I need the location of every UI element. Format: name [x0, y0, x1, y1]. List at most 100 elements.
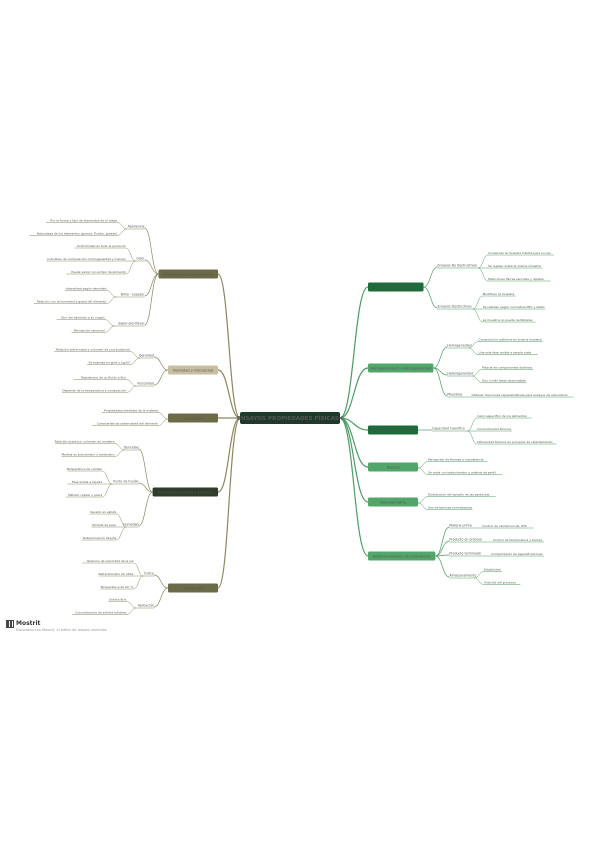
branch-node[interactable]: Propiedades Físicas y Ensayos	[152, 487, 218, 497]
sub-node-label[interactable]: Densidad	[139, 354, 154, 358]
branch-node[interactable]: Propiedades Térmicas	[368, 425, 418, 435]
leaf-node-label[interactable]: Modifican la muestra	[483, 292, 515, 296]
leaf-node-label[interactable]: Conservan la muestra intacta para su uso	[488, 251, 551, 255]
branch-node-label[interactable]: Conceptos	[184, 416, 203, 420]
leaf-node-label[interactable]: Control de temperatura y tiempo	[493, 538, 543, 542]
sub-node-label[interactable]: Almacenamiento	[449, 574, 476, 578]
leaf-node-label[interactable]: Puede variar con el tipo de alimento	[71, 270, 126, 274]
leaf-node-label[interactable]: Depende de la temperatura y composición	[62, 388, 126, 392]
sub-node-label[interactable]: Producto en proceso	[449, 538, 482, 542]
sub-node-label[interactable]: Ensayos No Destructivos	[438, 264, 478, 268]
leaf-node-label[interactable]: Uniformidad en todo el producto	[77, 244, 126, 248]
leaf-node-label[interactable]: Intensidad según densidad	[66, 286, 107, 290]
branch-node-label[interactable]: Densidad y Viscosidad	[173, 368, 213, 372]
leaf-node-label[interactable]: Se mide con texturómetro y análisis de p…	[428, 470, 496, 474]
leaf-node-label[interactable]: Se realizan según normativa NTC y AOAC	[483, 305, 545, 309]
sub-node-label[interactable]: Ensayos Destructivos	[438, 305, 473, 309]
sub-node-label[interactable]: Capacidad Calorífica	[432, 427, 465, 431]
leaf-node-label[interactable]: Cumplimiento de especificaciones	[491, 552, 543, 556]
branch-node[interactable]: Clasificación de Ensayos	[368, 282, 424, 292]
sub-node-label[interactable]: Densidad	[124, 446, 139, 450]
leaf-node-label[interactable]: Indicativo de composición, homogeneidad …	[47, 257, 125, 261]
leaf-node-label[interactable]: Secado en estufa	[90, 510, 116, 514]
leaf-node-label[interactable]: Medida en picnómetro o areómetro	[61, 452, 114, 456]
leaf-node-label[interactable]: Temperatura de cambio	[65, 467, 102, 471]
leaf-node-label[interactable]: Una sola fase visible a simple vista	[479, 350, 532, 354]
leaf-node-label[interactable]: Concentración de sólidos solubles	[75, 610, 126, 614]
sub-node-label[interactable]: Aplicación	[138, 604, 154, 608]
branch-node[interactable]: Conceptos	[168, 413, 218, 423]
sub-node-label[interactable]: Humedad	[123, 523, 138, 527]
branch-node-label[interactable]: Propiedades Físicas y Ensayos	[158, 490, 213, 494]
sub-node-label[interactable]: Homogeneidad	[447, 344, 471, 348]
leaf-node-label[interactable]: La muestra no puede reutilizarse	[483, 318, 533, 322]
branch-node-label[interactable]: Clasificación de Ensayos	[374, 285, 418, 289]
sub-node-label[interactable]: Color	[136, 257, 145, 261]
leaf-node-label[interactable]: Grados Brix	[109, 597, 127, 601]
leaf-node-label[interactable]: Relación de velocidad de la luz	[87, 559, 134, 563]
root-node[interactable]: ENSAYOS PROPIEDADES FÍSICAS I	[237, 412, 343, 424]
sub-node-label[interactable]: Brillo - espesor	[121, 293, 145, 297]
leaf-node-label[interactable]: Mediciones físicas sencillas y rápidas	[488, 277, 544, 281]
leaf-node-label[interactable]: Refractómetro de Abbe	[99, 572, 134, 576]
branch-node[interactable]: Homogeneidad y Heterogeneidad	[368, 363, 434, 373]
sub-node-label[interactable]: Producto terminado	[449, 552, 481, 556]
sub-node-label[interactable]: Viscosidad	[137, 382, 154, 386]
leaf-node-label[interactable]: Relación con la humedad y grasa del alim…	[37, 299, 107, 303]
sub-node-label[interactable]: Punto de Fusión	[113, 480, 138, 484]
branch-node[interactable]: Determinaciones de Laboratorio	[368, 551, 436, 561]
leaf-node-label[interactable]: Percepción de firmeza y consistencia	[428, 457, 484, 461]
branch-node[interactable]: Refracción	[168, 583, 218, 593]
sub-node-label[interactable]: Índice	[144, 571, 154, 576]
branch-node-label[interactable]: Determinaciones de Laboratorio	[373, 554, 431, 558]
leaf-node-label[interactable]: Composición uniforme en toda la muestra	[479, 337, 542, 341]
branch-node-label[interactable]: Refracción	[184, 586, 203, 590]
leaf-node-label[interactable]: Naturaleza de los elementos (granos, flu…	[37, 231, 117, 235]
sub-node-label[interactable]: Heterogeneidad	[447, 372, 473, 376]
sub-node-label[interactable]: Materia prima	[449, 524, 471, 528]
leaf-node-label[interactable]: Se expresa en g/ml o kg/m³	[88, 360, 130, 364]
sub-node-label[interactable]: Muestreo	[447, 393, 462, 397]
leaf-node-label[interactable]: Pérdida de peso	[92, 523, 116, 527]
leaf-node-label[interactable]: Mezcla de componentes distintos	[482, 365, 533, 369]
footer-brand[interactable]: Mostrit	[16, 620, 41, 627]
branch-node-label[interactable]: Textura	[385, 465, 399, 469]
leaf-node-label[interactable]: Relación entre masa y volumen de una sus…	[56, 347, 130, 351]
branch-node-label[interactable]: Homogeneidad y Heterogeneidad	[370, 366, 431, 370]
connector-line	[468, 341, 479, 349]
leaf-node-label[interactable]: Percepción sensorial	[74, 328, 105, 332]
sub-node-label[interactable]: Apariencia	[128, 225, 145, 229]
leaf-node-label[interactable]: Dos o más fases observables	[482, 378, 526, 382]
leaf-node-label[interactable]: Uso de tamices normalizados	[428, 505, 473, 509]
leaf-node-label[interactable]: Características observables del alimento	[97, 421, 158, 425]
root-node-label[interactable]: ENSAYOS PROPIEDADES FÍSICAS I	[237, 414, 343, 422]
sub-node-label[interactable]: Sabor-olor-flavor	[118, 322, 145, 326]
leaf-node-label[interactable]: Se repiten sobre la misma muestra	[488, 264, 541, 268]
leaf-node-label[interactable]: Fase sólida a líquida	[72, 480, 102, 484]
branch-node-bg	[168, 413, 218, 423]
leaf-node-label[interactable]: Distribución del tamaño de las partícula…	[428, 492, 490, 496]
leaf-node-label[interactable]: Obtener fracciones representativas para …	[472, 393, 568, 397]
branch-node-label[interactable]: Granulometría	[380, 500, 406, 504]
leaf-node-label[interactable]: Temperatura de 20 °C	[99, 585, 133, 589]
leaf-node-label[interactable]: Estabilidad	[484, 567, 501, 571]
branch-node[interactable]: Granulometría	[368, 497, 418, 507]
leaf-node-label[interactable]: Método capilar o placa	[68, 493, 102, 497]
leaf-node-label[interactable]: Difusividad térmica en procesos de calen…	[477, 440, 553, 444]
branch-node[interactable]: Densidad y Viscosidad	[168, 365, 218, 375]
leaf-node-label[interactable]: Calor específico de los alimentos	[477, 414, 527, 418]
leaf-node-label[interactable]: Propiedades medibles de la materia	[104, 408, 158, 412]
branch-node-label[interactable]: Propiedades Térmicas	[374, 428, 413, 432]
leaf-node-label[interactable]: Conductividad térmica	[477, 427, 511, 431]
branch-node[interactable]: Textura	[368, 462, 418, 472]
connector-line	[474, 577, 485, 585]
branch-node[interactable]: Propiedades Organolépticas	[158, 269, 218, 279]
leaf-node-label[interactable]: Control de calidad inicial, NTC	[482, 524, 527, 528]
leaf-node-label[interactable]: Relación masa por volumen de muestra	[55, 439, 115, 443]
leaf-node-label[interactable]: Resistencia de un fluido a fluir	[81, 375, 127, 379]
leaf-node-label[interactable]: Olor del alimento y su origen	[61, 315, 105, 319]
branch-node-label[interactable]: Propiedades Organolépticas	[163, 272, 213, 276]
leaf-node-label[interactable]: Determinación directa	[83, 536, 117, 540]
leaf-node-label[interactable]: Por la forma y tipo de elementos de la m…	[50, 218, 117, 222]
leaf-node-label[interactable]: Vida útil del producto	[484, 580, 516, 584]
